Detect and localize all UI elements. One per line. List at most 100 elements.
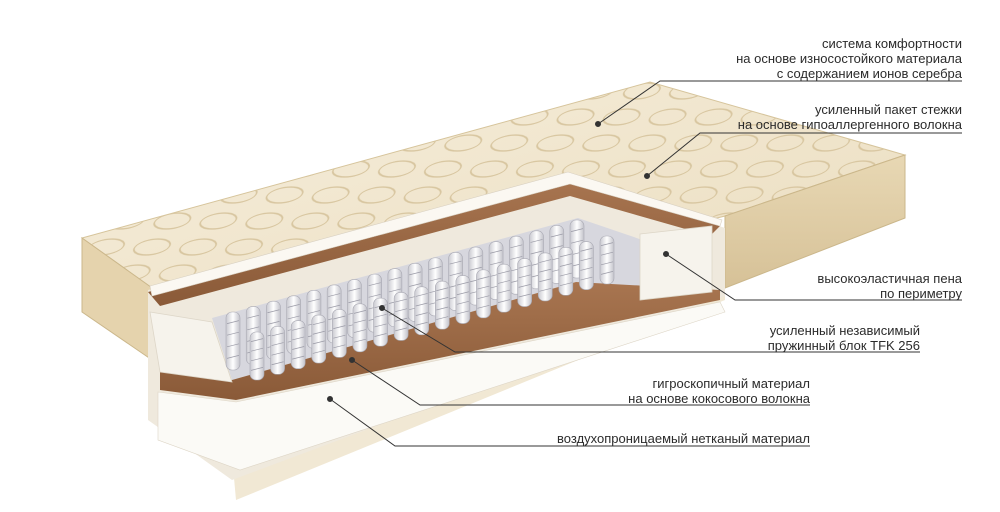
spring-coil-turn bbox=[477, 285, 490, 290]
upper-foam-sheet bbox=[149, 171, 723, 297]
spring-coil-turn bbox=[436, 306, 449, 311]
spring-coil-turn bbox=[307, 310, 321, 314]
spring-coil-turn bbox=[328, 293, 341, 297]
spring-coil-turn bbox=[477, 304, 490, 309]
spring-coil-turn bbox=[489, 249, 503, 254]
spring-coil-turn bbox=[559, 253, 572, 258]
callout-quilting: усиленный пакет стежки на основе гипоалл… bbox=[738, 102, 962, 132]
spring-coil-turn bbox=[469, 266, 482, 271]
spring-coil-turn bbox=[292, 326, 305, 331]
spring-coil-turn bbox=[409, 283, 422, 287]
spring-coil-turn bbox=[374, 333, 387, 337]
spring-coil-turn bbox=[449, 260, 462, 265]
spring-coil-turn bbox=[539, 288, 552, 292]
callout-comfort-system-line-3: с содержанием ионов серебра bbox=[776, 66, 962, 81]
spring-coil-turn bbox=[415, 302, 428, 307]
callout-spring-block: усиленный независимый пружинный блок TFK… bbox=[768, 323, 920, 353]
spring-coil-turn bbox=[550, 233, 563, 238]
callout-nonwoven-line-1: воздухопроницаемый нетканый материал bbox=[557, 431, 810, 446]
spring-coil-turn bbox=[580, 276, 593, 281]
spring-coil-turn bbox=[456, 291, 469, 296]
spring-coil-turn bbox=[497, 299, 511, 303]
spring-coil-turn bbox=[436, 316, 449, 320]
leader-coconut bbox=[351, 359, 810, 406]
spring-coil-turn bbox=[469, 255, 482, 259]
spring-coil-turn bbox=[271, 332, 284, 337]
leader-lines bbox=[327, 80, 962, 447]
spring-coil-turn bbox=[518, 293, 531, 298]
leader-nonwoven bbox=[329, 398, 810, 447]
spring-coil-turn bbox=[333, 344, 346, 349]
spring-coil-turn bbox=[226, 343, 240, 348]
callout-spring-block-line-2: пружинный блок TFK 256 bbox=[767, 338, 920, 353]
leader-dot-spring-block bbox=[379, 305, 385, 311]
spring-coil-turn bbox=[580, 267, 593, 271]
leader-dot-nonwoven bbox=[327, 396, 333, 402]
spring-coil-turn bbox=[456, 281, 469, 286]
spring-coil-turn bbox=[497, 270, 511, 275]
leader-foam-perimeter bbox=[665, 253, 962, 301]
spring-coil-turn bbox=[226, 331, 240, 336]
spring-coil-turn bbox=[449, 272, 462, 277]
spring-coil-turn bbox=[388, 288, 401, 293]
spring-coil-turn bbox=[368, 293, 381, 298]
spring-coil-turn bbox=[539, 278, 552, 283]
spring-coil-turn bbox=[429, 266, 442, 270]
spring-coil-turn bbox=[539, 268, 552, 273]
spring-coil-turn bbox=[333, 325, 346, 329]
spring-coil-turn bbox=[456, 310, 469, 315]
spring-coil-turn bbox=[436, 297, 449, 301]
spring-coil-turn bbox=[409, 271, 422, 276]
spring-coil-turn bbox=[368, 282, 381, 287]
leader-spring-block bbox=[381, 307, 920, 353]
callout-comfort-system-line-2: на основе износостойкого материала bbox=[736, 51, 962, 66]
spring-coil-turn bbox=[353, 338, 367, 343]
callout-foam-perimeter-line-1: высокоэластичная пена bbox=[817, 271, 962, 286]
spring-coil-turn bbox=[600, 271, 614, 275]
callout-quilting-line-1: усиленный пакет стежки bbox=[814, 102, 962, 117]
spring-coil-turn bbox=[415, 312, 428, 316]
spring-coil-turn bbox=[250, 367, 264, 371]
spring-coil-turn bbox=[415, 293, 428, 297]
spring-coil-turn bbox=[530, 250, 543, 255]
leader-dot-quilting bbox=[644, 173, 650, 179]
callout-nonwoven: воздухопроницаемый нетканый материал bbox=[557, 431, 810, 446]
spring-coil-turn bbox=[287, 315, 300, 320]
spring-coil-turn bbox=[477, 295, 490, 300]
callout-comfort-system-line-1: система комфортности bbox=[821, 36, 962, 51]
spring-coil-turn bbox=[226, 355, 240, 359]
spring-coil-turn bbox=[559, 263, 572, 267]
spring-coil-turn bbox=[267, 309, 280, 314]
spring-coil-turn bbox=[510, 244, 523, 249]
spring-coil-turn bbox=[250, 357, 264, 362]
callout-coconut-line-2: на основе кокосового волокна bbox=[628, 391, 810, 406]
callout-foam-perimeter: высокоэластичная пена по периметру bbox=[817, 271, 962, 301]
spring-coil-turn bbox=[436, 287, 449, 292]
spring-coil-turn bbox=[497, 289, 511, 294]
spring-coil-turn bbox=[518, 264, 531, 269]
spring-coil-turn bbox=[353, 329, 367, 333]
spring-coil-turn bbox=[395, 298, 408, 303]
spring-coil-turn bbox=[312, 321, 325, 325]
spring-coil-turn bbox=[518, 284, 531, 288]
spring-coil-turn bbox=[559, 282, 572, 287]
spring-coil-turn bbox=[333, 334, 346, 339]
spring-coil-turn bbox=[271, 342, 284, 346]
callout-spring-block-line-1: усиленный независимый bbox=[769, 323, 920, 338]
leader-dot-comfort-system bbox=[595, 121, 601, 127]
spring-coil-turn bbox=[312, 330, 325, 335]
spring-coil-turn bbox=[550, 245, 563, 249]
spring-coil-turn bbox=[226, 320, 240, 324]
spring-coil-turn bbox=[570, 239, 584, 244]
spring-coil-turn bbox=[600, 261, 614, 266]
spring-coil-turn bbox=[328, 304, 341, 309]
springs bbox=[225, 219, 615, 381]
spring-coil-turn bbox=[353, 310, 367, 314]
upper-coconut-layer bbox=[148, 178, 720, 306]
spring-coil-turn bbox=[477, 276, 490, 280]
spring-coil-turn bbox=[267, 321, 280, 325]
callout-coconut-line-1: гигроскопичный материал bbox=[652, 376, 810, 391]
lower-coconut-layer bbox=[160, 282, 720, 400]
spring-coil-turn bbox=[250, 338, 264, 342]
leader-dot-coconut bbox=[349, 357, 355, 363]
